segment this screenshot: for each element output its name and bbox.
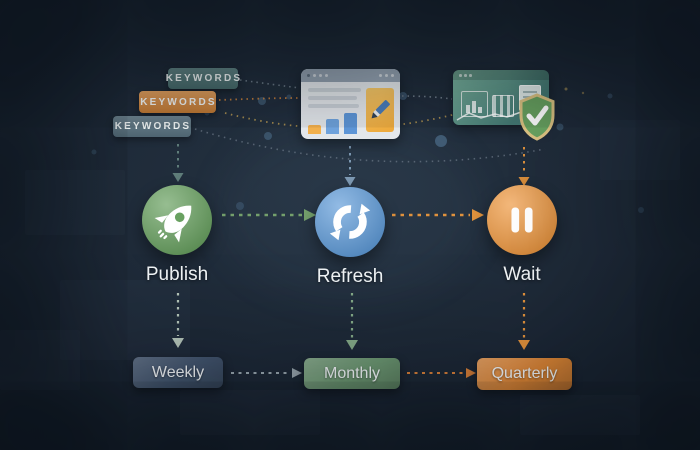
mini-bar — [472, 101, 476, 113]
keywords-tag-orange: KEYWORDS — [139, 91, 216, 113]
browser-window-illustration — [301, 69, 400, 139]
titlebar-dot — [307, 74, 310, 77]
arrow-monthly-to-quarterly — [407, 368, 476, 378]
browser-content — [301, 82, 400, 139]
keywords-tag-label: KEYWORDS — [140, 96, 217, 108]
browser-titlebar — [301, 69, 400, 82]
refresh-icon — [329, 203, 371, 241]
monthly-label: Monthly — [323, 364, 381, 382]
wait-label: Wait — [503, 264, 541, 285]
refresh-label: Refresh — [316, 266, 384, 287]
titlebar-dot — [459, 74, 462, 77]
titlebar-dot — [391, 74, 394, 77]
quarterly-pill: Quarterly — [477, 358, 572, 390]
titlebar-dot — [469, 74, 472, 77]
pause-icon — [511, 207, 533, 233]
pencil-icon — [371, 100, 390, 119]
titlebar-dot — [385, 74, 388, 77]
publish-label: Publish — [145, 264, 209, 285]
browser-text-and-chart — [308, 88, 361, 134]
keywords-tag-label: KEYWORDS — [114, 121, 192, 132]
chart-bar — [326, 119, 339, 134]
mini-bar — [466, 105, 470, 113]
dotted-curve-orange — [218, 97, 301, 101]
analytics-titlebar — [453, 70, 549, 80]
edit-panel — [366, 88, 394, 132]
text-line — [308, 88, 361, 92]
background-texture — [600, 120, 680, 180]
arrow-wait-to-quarterly — [518, 293, 530, 350]
titlebar-dot — [313, 74, 316, 77]
chart-bar — [344, 113, 357, 134]
image-chart-frame — [461, 91, 488, 117]
background-texture — [0, 330, 80, 390]
keywords-tag-teal: KEYWORDS — [166, 68, 240, 89]
text-line — [308, 104, 359, 108]
background-texture — [180, 390, 320, 435]
weekly-label: Weekly — [151, 363, 205, 381]
titlebar-dot — [325, 74, 328, 77]
publish-circle — [142, 185, 212, 255]
dotted-curve-keywords-browser — [239, 79, 301, 89]
background-texture — [520, 395, 640, 435]
titlebar-dot — [464, 74, 467, 77]
rocket-icon — [154, 205, 192, 243]
refresh-circle — [315, 187, 385, 257]
bar-chart-icon — [308, 112, 361, 134]
text-line — [308, 96, 357, 100]
mini-bar — [478, 107, 482, 113]
arrow-refresh-to-monthly — [346, 293, 358, 350]
background-texture — [25, 170, 125, 235]
chart-bar — [308, 125, 321, 134]
dotted-curve-browser-audit — [401, 95, 453, 100]
doc-line — [523, 91, 537, 93]
arrow-weekly-to-monthly — [231, 368, 302, 378]
arrow-audit-to-wait — [518, 147, 530, 186]
titlebar-dot — [319, 74, 322, 77]
monthly-pill: Monthly — [304, 358, 400, 389]
shield-check-icon — [519, 93, 555, 141]
titlebar-dot — [379, 74, 382, 77]
arrow-keywords-to-publish — [172, 144, 184, 182]
keywords-tag-slate: KEYWORDS — [113, 116, 191, 137]
keywords-tag-label: KEYWORDS — [165, 73, 243, 84]
quarterly-label: Quarterly — [491, 365, 558, 382]
wait-circle — [487, 185, 557, 255]
weekly-pill: Weekly — [133, 357, 223, 388]
